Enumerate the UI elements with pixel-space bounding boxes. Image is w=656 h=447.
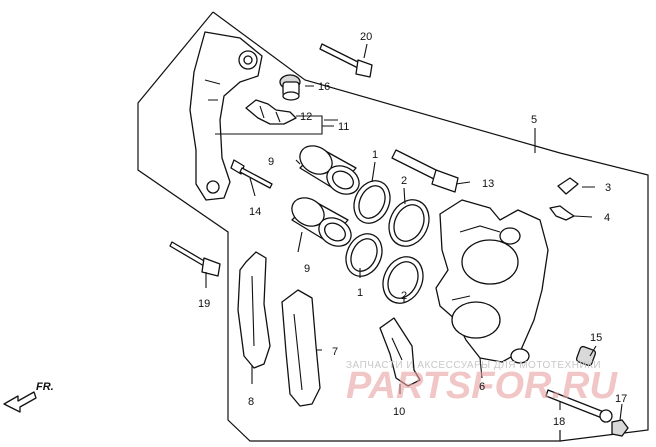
bleeder-cap-4 — [549, 205, 575, 221]
pad-retainer-10 — [379, 317, 421, 387]
callout-1-upper: 1 — [372, 149, 378, 161]
watermark-text: ЗАПЧАСТИ И АКСЕССУАРЫ ДЛЯ МОТОТЕХНИКИ — [346, 360, 601, 371]
dust-seal-2-upper — [388, 199, 430, 247]
piston-seal-1-upper — [353, 180, 391, 224]
bolt-18 — [545, 389, 613, 423]
callout-9-upper: 9 — [268, 156, 274, 168]
pin-bolt-13 — [391, 149, 459, 193]
callout-15: 15 — [590, 332, 602, 344]
callout-12: 12 — [300, 111, 312, 123]
piston-seal-1-lower — [345, 233, 383, 277]
boot-16 — [279, 74, 301, 101]
callout-5: 5 — [531, 114, 537, 126]
outline-frame-right — [212, 11, 649, 442]
bleeder-valve-3 — [557, 177, 579, 195]
callout-4: 4 — [604, 212, 610, 224]
callout-2-upper: 2 — [401, 175, 407, 187]
leaders — [205, 43, 623, 421]
brake-pad-8 — [237, 251, 271, 369]
callout-9-lower: 9 — [304, 263, 310, 275]
callout-20: 20 — [360, 31, 372, 43]
pad-spring-12 — [245, 99, 297, 125]
callout-14: 14 — [249, 206, 261, 218]
leader-11 — [215, 115, 334, 135]
caliper-bracket — [189, 31, 263, 201]
watermark-logo: PARTSFOR.RU — [346, 365, 618, 407]
callout-11: 11 — [338, 121, 349, 133]
callout-3: 3 — [605, 182, 611, 194]
nut-17 — [611, 419, 629, 437]
bolt-19 — [169, 241, 221, 277]
callout-16: 16 — [318, 81, 330, 93]
callout-19: 19 — [198, 298, 210, 310]
bolt-14 — [230, 159, 273, 189]
callout-1-lower: 1 — [357, 287, 363, 299]
caliper-body — [435, 199, 549, 364]
outline-frame — [137, 11, 561, 442]
callout-7: 7 — [332, 346, 338, 358]
front-direction-arrow: FR. — [3, 381, 54, 413]
callout-8: 8 — [248, 396, 254, 408]
callout-10: 10 — [393, 406, 405, 418]
callout-13: 13 — [482, 178, 494, 190]
piston-9-upper — [299, 145, 360, 195]
pin-15 — [575, 345, 597, 367]
brake-pad-7 — [281, 289, 321, 407]
callout-6: 6 — [479, 381, 485, 393]
piston-9-lower — [291, 197, 352, 247]
callout-18: 18 — [553, 416, 565, 428]
callout-2-lower: 2 — [401, 290, 407, 302]
dust-seal-2-lower — [382, 256, 424, 304]
callout-17: 17 — [615, 393, 627, 405]
bolt-20 — [319, 43, 373, 78]
front-direction-label: FR. — [36, 381, 54, 393]
